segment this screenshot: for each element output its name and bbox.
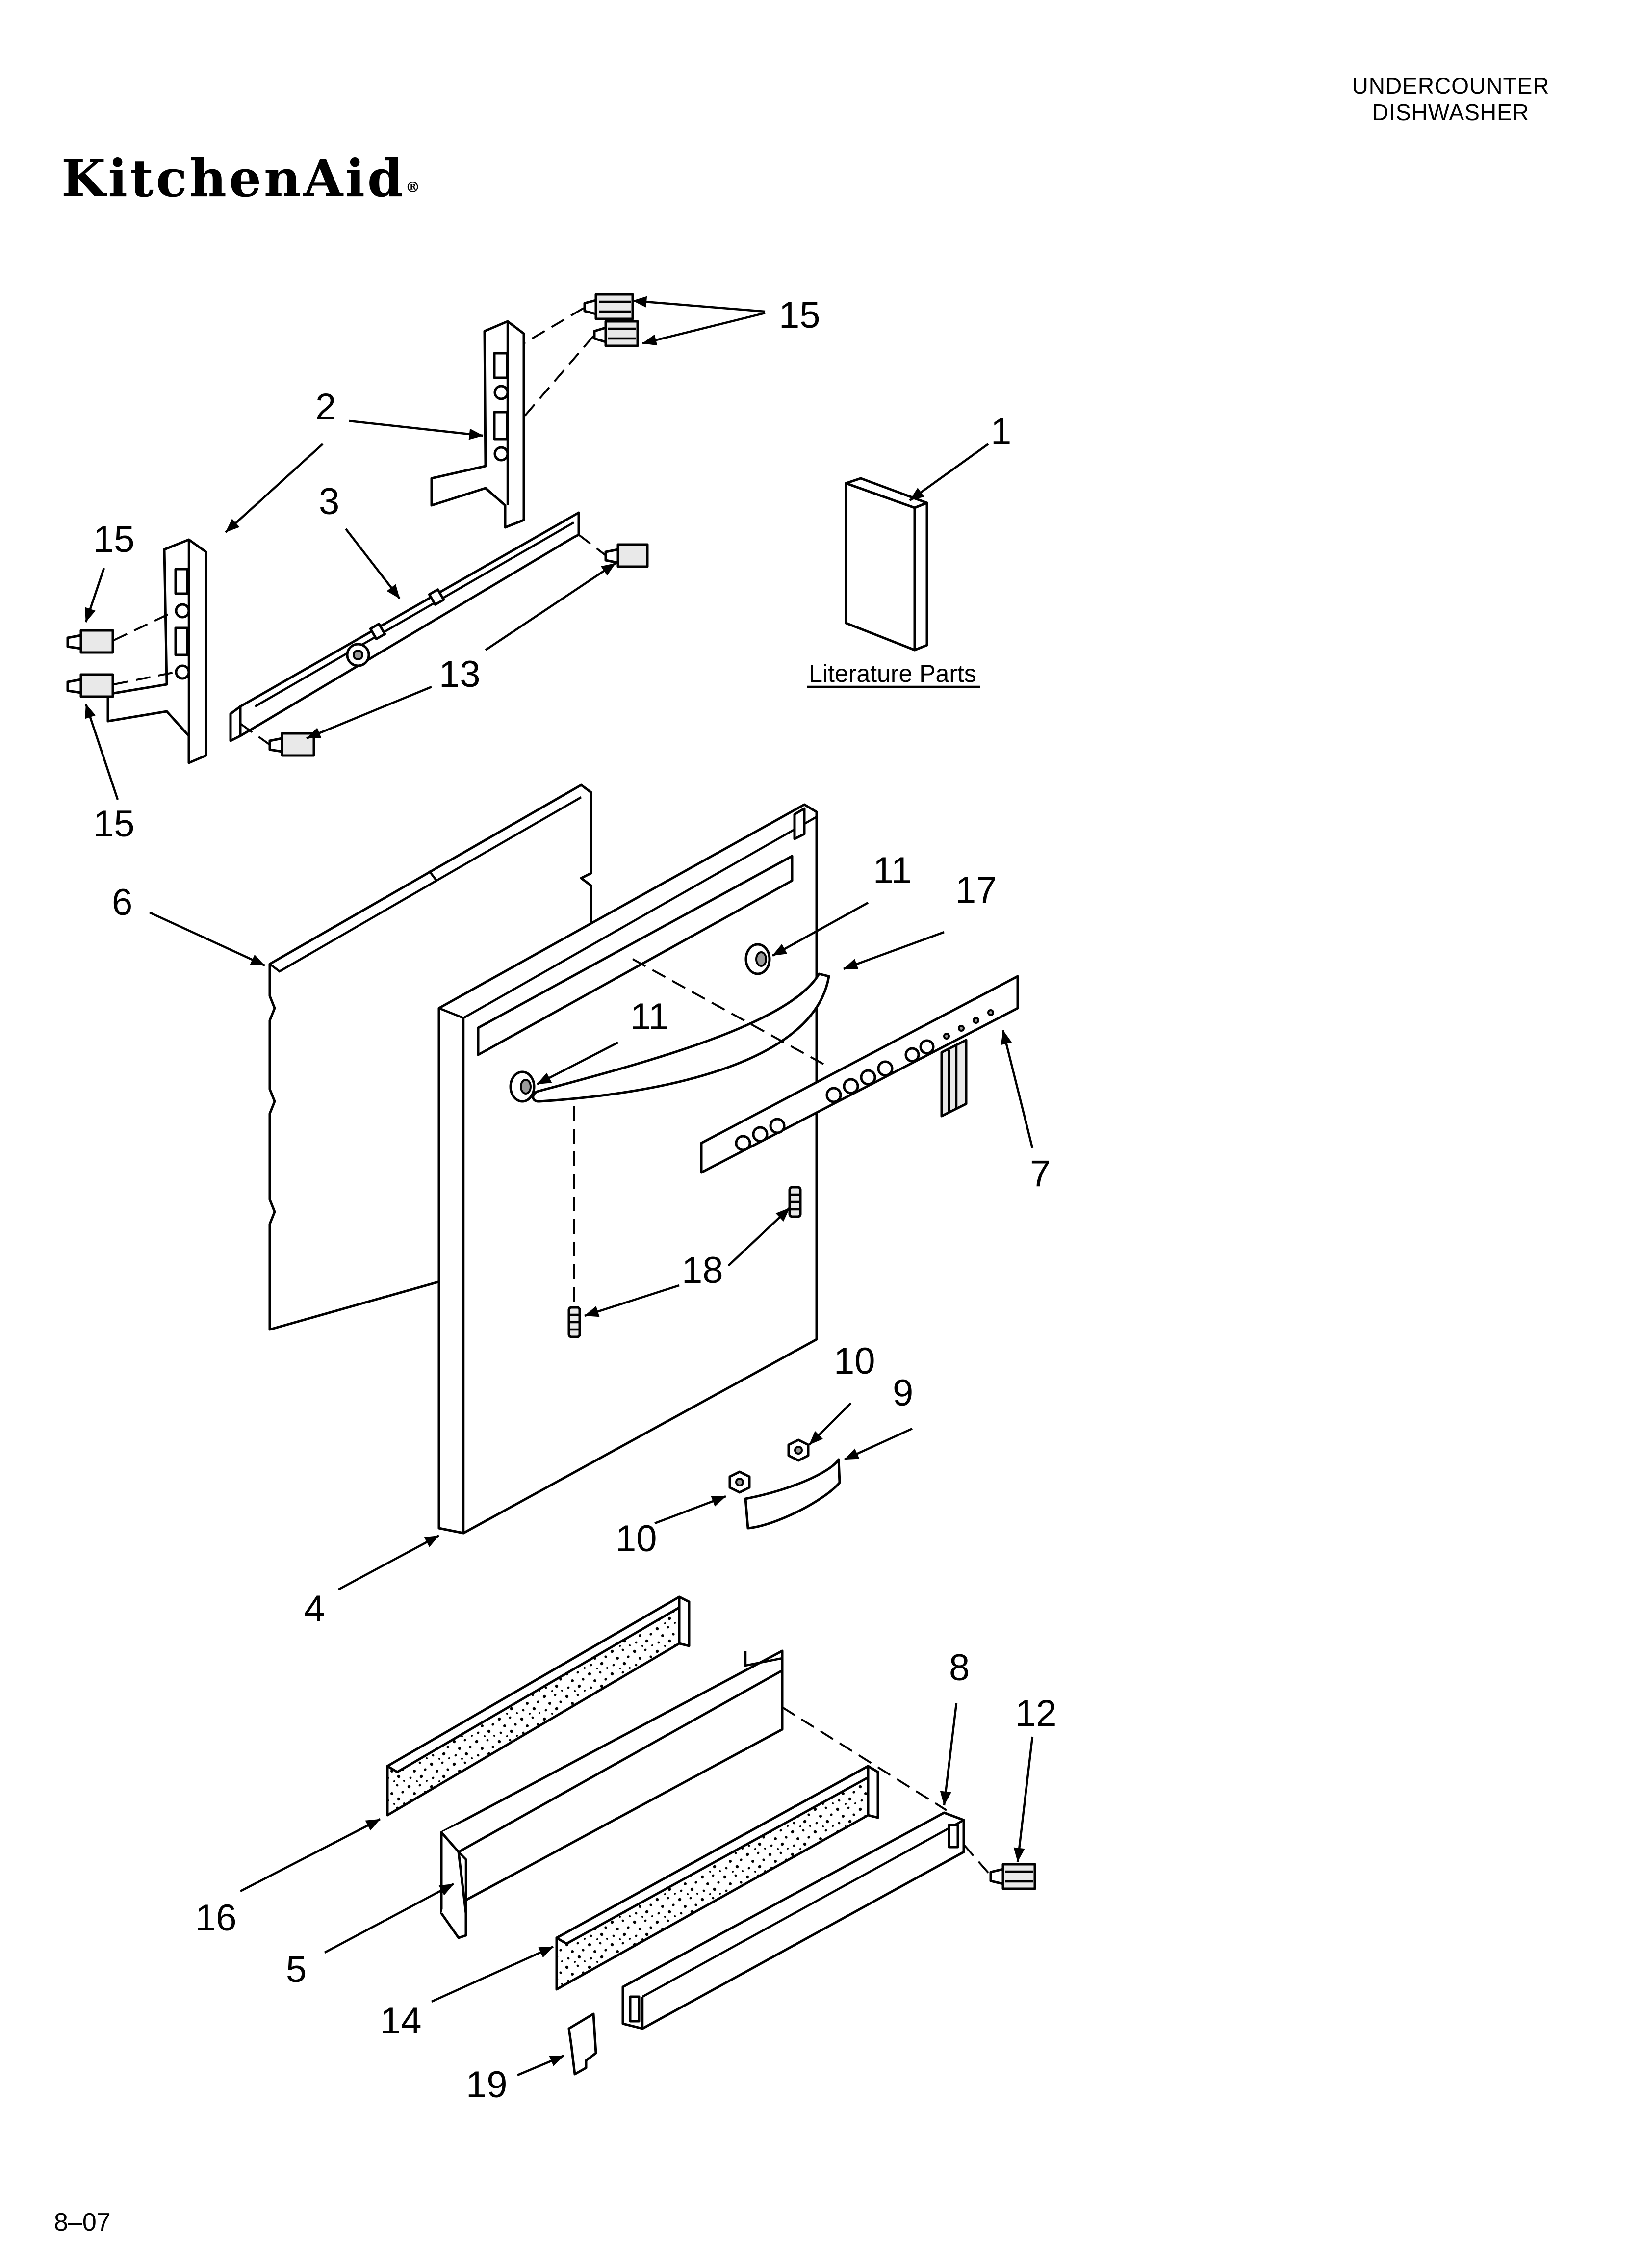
brand-name: KitchenAid — [61, 148, 406, 209]
callout-3: 3 — [319, 481, 339, 522]
callout-12: 12 — [1015, 1693, 1057, 1734]
door-handle — [532, 972, 830, 1103]
callout-15-top: 15 — [779, 294, 821, 336]
callout-4: 4 — [304, 1588, 325, 1630]
callout-19: 19 — [466, 2064, 508, 2106]
callout-6: 6 — [112, 882, 132, 923]
screw-rail-right — [604, 543, 649, 568]
stud-left — [567, 1306, 581, 1338]
nut-upper — [787, 1438, 810, 1462]
screw-top-a — [583, 293, 634, 320]
callout-11-left: 11 — [630, 996, 669, 1038]
foam-strip-upper — [386, 1595, 691, 1817]
screw-left-a — [66, 629, 114, 654]
mounting-rail — [229, 511, 580, 742]
handle-trim-piece — [744, 1458, 841, 1530]
leader-arrows — [84, 296, 1034, 2077]
registered-mark: ® — [405, 179, 420, 196]
toe-panel-bracket — [440, 1649, 784, 1939]
callout-15-left-lower: 15 — [93, 803, 135, 845]
callout-10-upper: 10 — [834, 1340, 875, 1382]
outer-door-panel — [437, 803, 818, 1535]
callout-14: 14 — [380, 2000, 422, 2042]
callout-10-lower: 10 — [616, 1518, 657, 1560]
screw-rail-left — [268, 732, 315, 757]
brand-logo: KitchenAid® — [61, 153, 420, 204]
mounting-bracket-right — [430, 320, 525, 529]
toe-panel-clip — [567, 2012, 597, 2076]
toe-panel — [621, 1811, 965, 2030]
callout-17: 17 — [955, 869, 997, 911]
header-line-2: DISHWASHER — [1372, 100, 1530, 125]
callout-1: 1 — [991, 411, 1011, 452]
callout-2: 2 — [315, 386, 336, 428]
diagram-header: UNDERCOUNTER DISHWASHER — [1323, 73, 1578, 126]
callout-9: 9 — [893, 1372, 913, 1414]
control-panel-overlay — [700, 975, 1019, 1174]
callout-5: 5 — [286, 1949, 307, 1990]
callout-7: 7 — [1030, 1153, 1051, 1195]
callout-labels: 15 2 1 15 3 13 15 6 11 17 11 7 18 10 9 1… — [93, 294, 1057, 2106]
foam-strip-lower — [555, 1765, 879, 1991]
callout-11-right: 11 — [873, 850, 912, 891]
callout-16: 16 — [195, 1897, 237, 1939]
header-line-1: UNDERCOUNTER — [1352, 73, 1550, 99]
screw-top-b — [593, 320, 639, 347]
screw-left-b — [66, 673, 114, 698]
callout-8: 8 — [949, 1647, 970, 1689]
revision-code: 8–07 — [54, 2208, 111, 2237]
callout-15-left-upper: 15 — [93, 519, 135, 560]
stud-right — [788, 1186, 802, 1218]
handle-spacer-left — [509, 1070, 536, 1103]
nut-lower — [728, 1470, 751, 1494]
mounting-bracket-left — [106, 538, 207, 764]
handle-spacer-right — [744, 943, 771, 975]
callout-13: 13 — [439, 653, 481, 695]
literature-parts-label: Literature Parts — [809, 660, 976, 687]
toe-panel-screw — [989, 1863, 1036, 1890]
callout-18: 18 — [682, 1250, 723, 1291]
literature-parts-book — [845, 477, 928, 652]
